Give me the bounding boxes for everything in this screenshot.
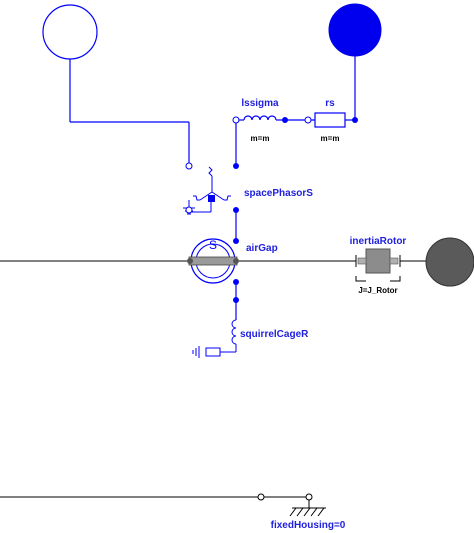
rs-param: m=m [321, 134, 340, 143]
rs-label: rs [325, 98, 335, 109]
stator-pin-filled[interactable] [328, 3, 382, 57]
rs-pin-right[interactable] [352, 117, 358, 123]
inertia-shaft-right [389, 257, 399, 265]
inertia-bracket-right [390, 276, 401, 282]
squirrelcage-pin[interactable] [233, 297, 239, 303]
inductor-coil-icon [243, 115, 277, 121]
spacephasor-label: spacePhasorS [244, 188, 313, 199]
rotor-flange[interactable] [425, 237, 474, 287]
airgap-symbol: S [209, 238, 217, 252]
airgap-pin-bottom[interactable] [233, 279, 239, 285]
fixed-hatch-icon [289, 507, 325, 517]
spacephasor-pin-bottom-right[interactable] [233, 207, 239, 213]
space-phasor-component[interactable]: spacePhasorS [183, 162, 313, 215]
fixed-housing-label: fixedHousing=0 [271, 520, 346, 531]
lssigma-label: lssigma [241, 98, 279, 109]
inertia-shaft-left [357, 257, 367, 265]
airgap-pin-top[interactable] [233, 238, 239, 244]
inertia-param: J=J_Rotor [358, 286, 397, 295]
inertia-rotor-component[interactable]: inertiaRotor J=J_Rotor [350, 236, 407, 295]
airgap-flange-right[interactable] [233, 258, 239, 264]
stator-pin-open[interactable] [42, 4, 98, 60]
airgap-label: airGap [246, 243, 278, 254]
inertia-label: inertiaRotor [350, 236, 407, 247]
squirrel-cage-component[interactable]: squirrelCageR [192, 297, 309, 358]
airgap-component[interactable]: S airGap [187, 238, 278, 285]
lssigma-pin-left[interactable] [232, 116, 240, 124]
fixed-housing-component[interactable]: fixedHousing=0 [271, 500, 346, 531]
lssigma-component[interactable]: lssigma m=m [232, 98, 288, 143]
electrical-wires [69, 32, 356, 320]
spacephasor-pin-top-left[interactable] [185, 162, 193, 170]
spacephasor-pin-bottom-left[interactable] [185, 206, 193, 214]
support-flange-left[interactable] [257, 493, 265, 501]
spacephasor-zero-square[interactable] [208, 195, 215, 202]
inertia-bracket-left [355, 276, 366, 282]
rs-component[interactable]: rs m=m [285, 98, 358, 143]
squirrelcage-label: squirrelCageR [240, 329, 309, 340]
resistor-body-icon [314, 112, 346, 128]
inertia-body-icon [365, 248, 391, 274]
cage-inductor-icon [231, 319, 237, 345]
star-connection-icon [193, 166, 231, 201]
airgap-shaft-bar [188, 256, 238, 266]
spacephasor-pin-top-right[interactable] [233, 163, 239, 169]
rs-pin-left[interactable] [304, 116, 312, 124]
housing-support [0, 493, 313, 501]
lssigma-param: m=m [251, 134, 270, 143]
cage-ground-icon [192, 346, 200, 358]
cage-resistor-icon [205, 347, 221, 357]
airgap-flange-left[interactable] [187, 258, 193, 264]
fixed-housing-flange[interactable] [305, 493, 313, 501]
